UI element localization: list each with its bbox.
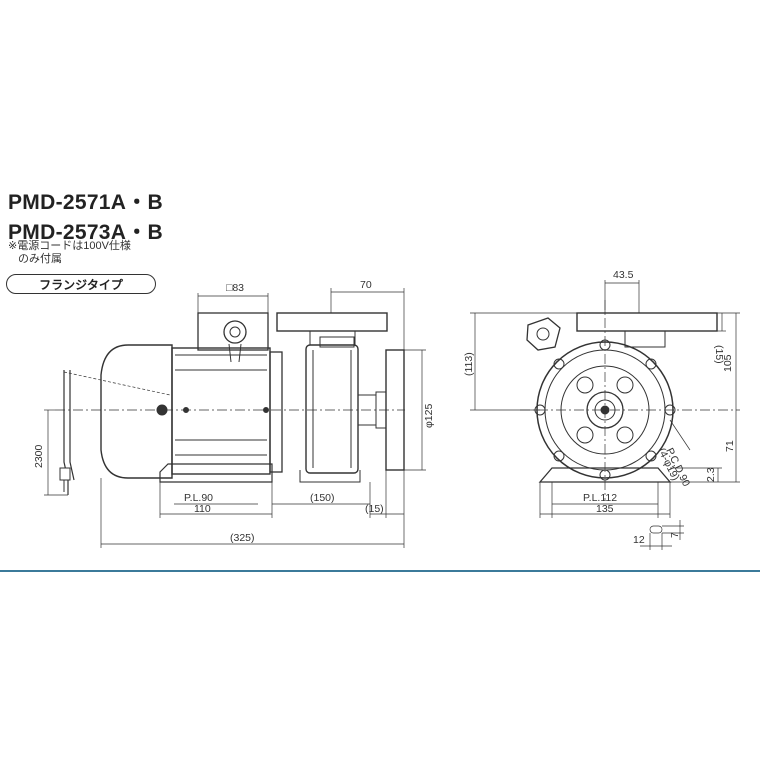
dim-113: (113) — [463, 352, 475, 376]
pump-casing — [305, 344, 359, 474]
dim-7: 7 — [669, 532, 681, 538]
front-base — [538, 467, 672, 483]
dim-12: 12 — [633, 534, 645, 546]
front-cable-gland — [526, 317, 561, 351]
dim-pl112: P.L.112 — [583, 492, 617, 504]
dim-135: 135 — [596, 503, 614, 515]
dim-105: 105 — [722, 354, 734, 372]
motor-flange — [269, 351, 283, 473]
front-outlet-flange — [576, 312, 718, 332]
dim-110: 110 — [194, 503, 211, 515]
power-cord-note: ※電源コードは100V仕様 — [8, 240, 131, 252]
dim-70: 70 — [360, 279, 372, 291]
type-label: フランジタイプ — [6, 274, 156, 294]
dim-pl90: P.L.90 — [184, 492, 213, 504]
model-name-2: PMD-2573A・B — [8, 221, 164, 244]
section-divider — [0, 570, 760, 572]
dim-square-83: □83 — [226, 282, 244, 294]
dim-71: 71 — [724, 440, 736, 452]
dim-325: (325) — [230, 532, 255, 544]
cable-gland — [223, 320, 247, 344]
outlet-flange — [276, 312, 388, 332]
model-name-1: PMD-2571A・B — [8, 191, 164, 214]
power-cord-note-cont: のみ付属 — [18, 253, 62, 265]
terminal-box — [197, 312, 269, 351]
motor-base — [159, 463, 273, 483]
dim-150: (150) — [310, 492, 335, 504]
dim-2-3: 2.3 — [705, 467, 717, 482]
dim-phi125: φ125 — [423, 404, 435, 428]
dim-cord-2300: 2300 — [33, 444, 45, 468]
dim-15-bottom: (15) — [365, 503, 384, 515]
dim-15-right: (15) — [713, 345, 725, 364]
dim-43-5: 43.5 — [613, 269, 634, 281]
motor-fan-cover — [100, 344, 173, 479]
